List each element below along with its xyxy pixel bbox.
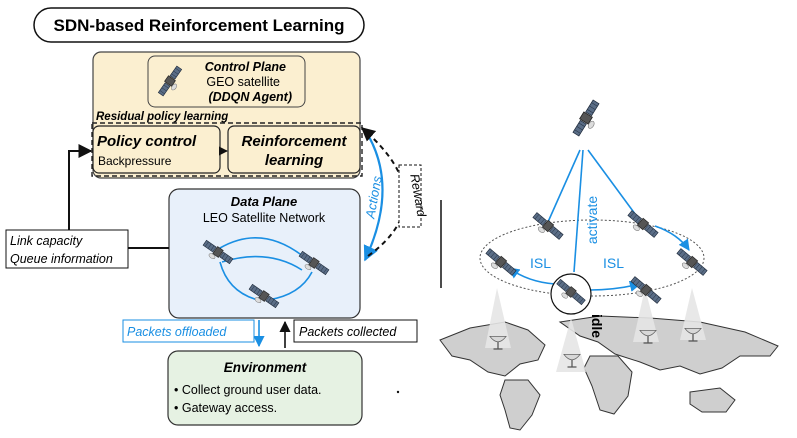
leo-satellite-icon	[672, 247, 709, 281]
data-plane-box	[168, 188, 361, 319]
control-plane-line2: (DDQN Agent)	[208, 90, 292, 104]
isl-left-label: ISL	[530, 255, 551, 271]
environment-title: Environment	[224, 360, 307, 375]
packets-offloaded-box	[122, 319, 255, 343]
isl-right-label: ISL	[603, 255, 624, 271]
packets-collected-box	[293, 319, 418, 343]
isl-right-arrow	[589, 280, 642, 292]
link-capacity-label: Link capacity	[10, 234, 83, 248]
ground-beams	[485, 288, 706, 372]
packets-collected-label: Packets collected	[299, 325, 397, 339]
policy-control-sub: Backpressure	[98, 154, 172, 168]
idle-label: idle	[589, 314, 605, 338]
rl-label-line2: learning	[265, 152, 323, 169]
data-plane-subtitle: LEO Satellite Network	[203, 211, 326, 225]
state-label-box	[5, 229, 129, 269]
title-pill	[33, 7, 365, 43]
control-plane-title: Control Plane	[205, 60, 286, 74]
orbit-direction-arrow	[654, 225, 690, 251]
data-plane-title: Data Plane	[231, 194, 297, 209]
environment-box	[167, 350, 363, 426]
rl-label-line1: Reinforcement	[241, 133, 347, 150]
diagram-title: SDN-based Reinforcement Learning	[54, 16, 345, 35]
environment-item-1: • Collect ground user data.	[174, 383, 322, 397]
packets-offloaded-label: Packets offloaded	[127, 325, 227, 339]
environment-item-2: • Gateway access.	[174, 401, 277, 415]
reward-label-box	[398, 164, 422, 228]
world-map	[439, 315, 779, 431]
residual-policy-label: Residual policy learning	[96, 111, 228, 123]
reinforcement-learning-box	[227, 125, 361, 174]
queue-information-label: Queue information	[10, 252, 113, 266]
activate-links	[547, 149, 639, 273]
leo-satellite-icon	[528, 211, 565, 245]
geo-agent-box	[147, 55, 306, 108]
stray-dot	[396, 390, 400, 394]
activate-label: activate	[584, 196, 600, 244]
control-plane-line1: GEO satellite	[206, 75, 280, 89]
geo-satellite-icon	[571, 98, 606, 141]
policy-control-label: Policy control	[97, 133, 197, 150]
state-to-policy-arrow	[68, 144, 93, 230]
leo-satellite-icon	[481, 247, 518, 281]
leo-orbit	[479, 219, 705, 297]
actions-arrow	[363, 129, 384, 262]
